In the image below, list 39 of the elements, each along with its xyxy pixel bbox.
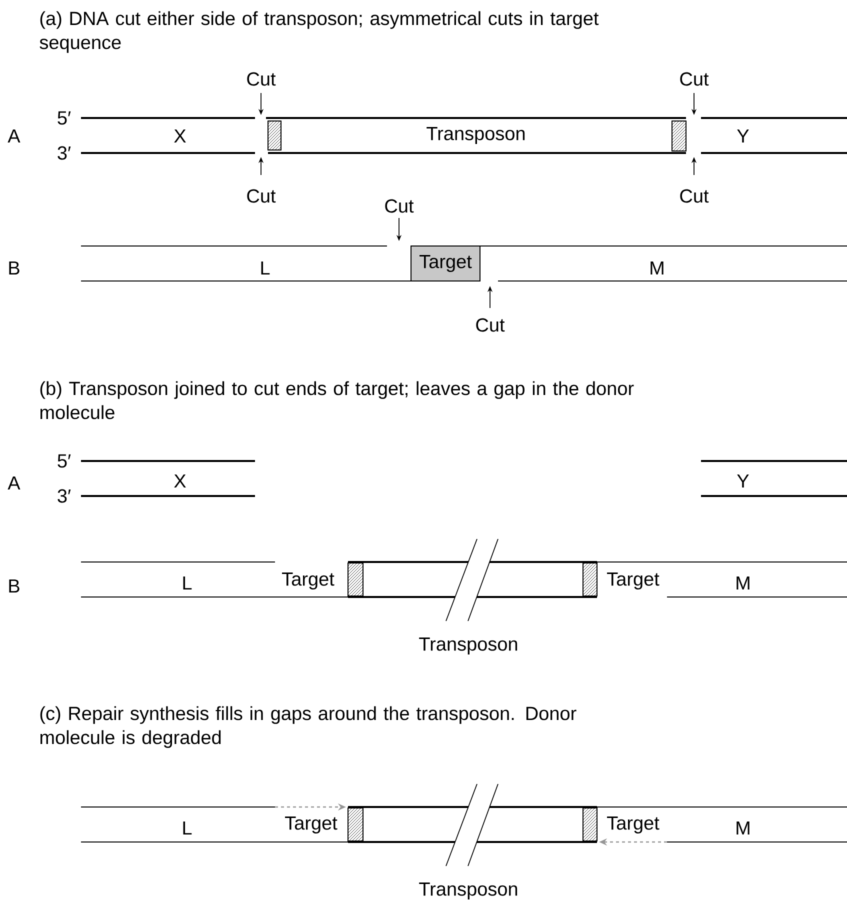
transposon-band: Transposon	[419, 784, 598, 900]
strand-end-label: 3′	[58, 146, 71, 160]
segment-label: Y	[737, 129, 749, 143]
cut-label: Cut	[385, 199, 414, 213]
cut-label: Cut	[476, 318, 505, 332]
transposon-band	[348, 808, 364, 842]
heading: (c) Repair synthesis fills in gaps around the transposon. Donor molecule is degraded	[40, 706, 576, 748]
segment-label: L	[183, 821, 192, 835]
transposon-band	[268, 120, 282, 150]
cut-label: Cut	[247, 72, 276, 86]
strand-end-label: 3′	[58, 489, 71, 503]
segment-label: Y	[737, 474, 749, 488]
segment-label: M	[736, 576, 750, 590]
segment-label: X	[174, 129, 186, 143]
molecule-label: B	[9, 261, 20, 275]
molecule-label: B	[9, 579, 20, 593]
segment-label: L	[261, 261, 270, 275]
transposon-band	[266, 117, 686, 154]
cut-label: Cut	[680, 189, 709, 203]
transposon-band	[348, 806, 597, 843]
cut-label: Cut	[680, 72, 709, 86]
transposon-band: Transposon	[419, 538, 598, 654]
molecule-label: A	[8, 129, 20, 143]
heading: (a) DNA cut either side of transposon; asymmetrical cuts in target sequence	[40, 11, 599, 53]
heading: (b) Transposon joined to cut ends of target; leaves a gap in the donor molecule	[40, 381, 634, 420]
segment-label: M	[736, 821, 750, 835]
segment-label: M	[650, 261, 664, 275]
strand-end-label: 5′	[58, 111, 71, 125]
transposon-band: Transposon	[426, 120, 686, 152]
node-label: Transposon	[419, 638, 518, 655]
molecule-label: A	[8, 476, 20, 490]
cut-label: Cut	[247, 189, 276, 203]
node-label: Transposon	[419, 882, 518, 900]
strand-end-label: 5′	[58, 454, 71, 468]
target-box: Target	[410, 246, 480, 282]
segment-label: X	[174, 474, 186, 488]
transposon-band	[348, 562, 364, 596]
segment-label: L	[183, 576, 192, 590]
transposon-band	[348, 561, 597, 598]
